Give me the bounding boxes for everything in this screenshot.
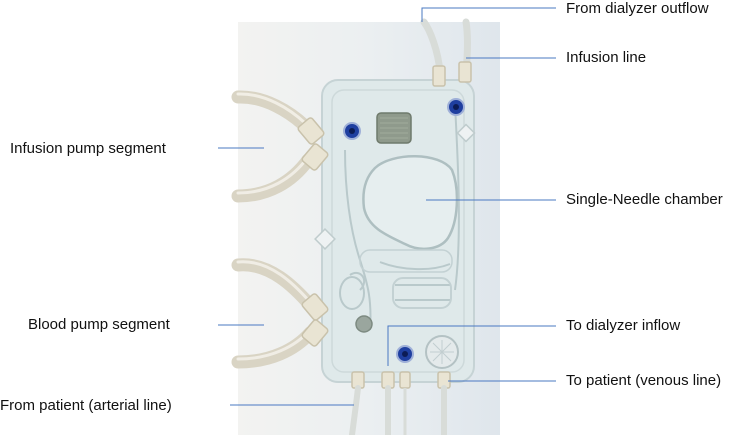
label-single-needle-chamber: Single-Needle chamber xyxy=(566,191,723,208)
pressure-sensor xyxy=(355,315,373,333)
blue-connectors xyxy=(343,98,465,363)
label-infusion-pump-segment: Infusion pump segment xyxy=(10,140,166,157)
mount-cutout-left xyxy=(314,228,336,250)
label-blood-pump-segment: Blood pump segment xyxy=(28,316,170,333)
label-from-dialyzer-outflow: From dialyzer outflow xyxy=(566,0,709,17)
bottom-tubing xyxy=(349,385,447,435)
label-to-patient-venous: To patient (venous line) xyxy=(566,372,722,389)
leader-to-dialyzer-inflow xyxy=(387,325,556,366)
infusion-pump-segment-tubing xyxy=(231,90,315,203)
leader-from-dialyzer-outflow xyxy=(421,7,556,22)
leader-lines xyxy=(218,7,556,406)
tube-connectors xyxy=(297,61,472,389)
single-needle-chamber-shape xyxy=(362,155,459,251)
label-from-patient-arterial: From patient (arterial line) xyxy=(0,397,172,414)
label-infusion-line: Infusion line xyxy=(566,49,647,66)
label-to-dialyzer-inflow: To dialyzer inflow xyxy=(566,317,681,334)
mount-cutout-right xyxy=(456,123,476,143)
